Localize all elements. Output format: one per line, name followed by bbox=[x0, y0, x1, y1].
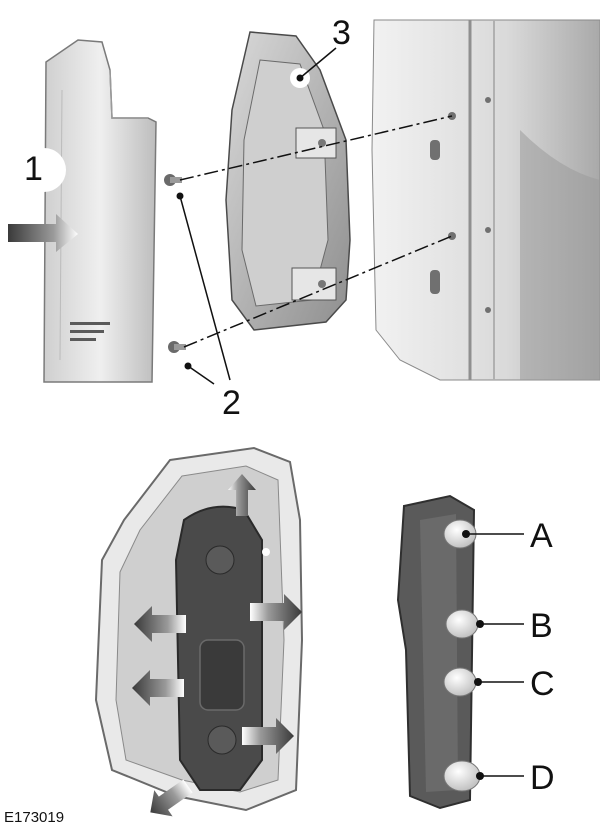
callout-d: D bbox=[476, 759, 555, 797]
callout-a-label: A bbox=[530, 517, 553, 555]
callout-3-label: 3 bbox=[332, 14, 351, 52]
callout-b: B bbox=[476, 607, 553, 645]
callout-2: 2 bbox=[176, 192, 241, 422]
bulb-holder bbox=[396, 494, 481, 810]
callout-1-label: 1 bbox=[24, 150, 43, 188]
lamp-unit-rear bbox=[94, 446, 304, 812]
clip-release-arrow-right-lower bbox=[242, 718, 294, 754]
screw-lower bbox=[168, 341, 186, 353]
bulb-c bbox=[443, 667, 477, 697]
callout-2-label: 2 bbox=[222, 384, 241, 422]
callout-b-label: B bbox=[530, 607, 553, 645]
clip-release-arrow-top bbox=[228, 474, 256, 516]
clip-release-arrow-left-upper bbox=[134, 606, 186, 642]
callout-3: 3 bbox=[296, 14, 351, 82]
callout-c-label: C bbox=[530, 665, 555, 703]
removal-arrow-left bbox=[8, 214, 78, 252]
bulb-d bbox=[443, 760, 481, 792]
callout-d-label: D bbox=[530, 759, 555, 797]
clip-release-arrow-right-upper bbox=[250, 594, 302, 630]
bulb-b bbox=[445, 609, 479, 639]
lamp-housing bbox=[225, 31, 351, 331]
clip-release-arrow-bottom bbox=[150, 779, 193, 817]
trim-panel bbox=[22, 39, 157, 383]
vehicle-body-panel bbox=[371, 19, 600, 381]
clip-release-arrow-left-lower bbox=[132, 670, 184, 706]
screw-upper bbox=[164, 174, 182, 186]
callout-1: 1 bbox=[24, 150, 43, 188]
callout-a: A bbox=[462, 517, 553, 555]
alignment-lines bbox=[179, 115, 453, 348]
figure-id: E173019 bbox=[4, 809, 64, 826]
callout-c: C bbox=[474, 665, 555, 703]
